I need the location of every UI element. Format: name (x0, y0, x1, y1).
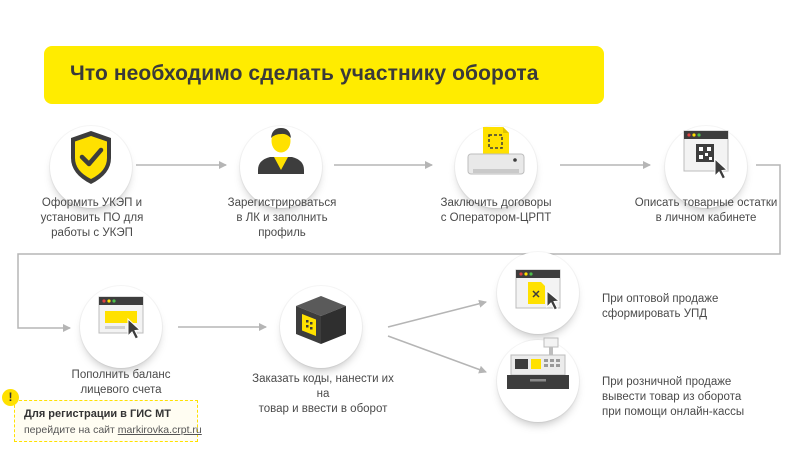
registration-link[interactable]: markirovka.crpt.ru (117, 424, 202, 436)
browser-balance-icon (98, 296, 144, 340)
user-avatar-icon (258, 128, 304, 174)
step-2-node (240, 126, 322, 208)
title-banner: Что необходимо сделать участнику оборота (44, 46, 604, 104)
step-1-node (50, 126, 132, 208)
step-7-node (497, 252, 579, 334)
browser-document-icon (515, 269, 561, 311)
step-5-label: Пополнить баланс лицевого счета (71, 369, 171, 396)
step-4-node (665, 126, 747, 208)
exclamation-icon: ! (2, 389, 19, 406)
box-code-icon (296, 296, 346, 344)
step-8-label: При розничной продаже вывести товар из о… (602, 376, 745, 418)
notice-text: перейдите на сайт markirovka.crpt.ru (24, 424, 202, 436)
browser-qr-icon (683, 130, 729, 180)
cash-register-icon (507, 337, 569, 389)
connector-6-7 (387, 299, 487, 328)
step-7-label: При оптовой продаже сформировать УПД (602, 293, 719, 320)
notice-prefix: перейдите на сайт (24, 424, 118, 436)
step-2-label: Зарегистрироваться в ЛК и заполнить проф… (227, 197, 337, 239)
printer-contract-icon (467, 127, 525, 175)
step-6-label: Заказать коды, нанести их на товар и вве… (252, 373, 394, 415)
notice-title: Для регистрации в ГИС МТ (24, 408, 172, 420)
step-8-node (497, 337, 579, 422)
step-4-label: Описать товарные остатки в личном кабине… (634, 197, 778, 224)
step-3-label: Заключить договоры с Оператором-ЦРПТ (440, 197, 552, 224)
shield-check-icon (71, 131, 111, 184)
page-title: Что необходимо сделать участнику оборота (70, 62, 539, 85)
step-6-node (280, 286, 362, 368)
connector-6-8 (387, 335, 487, 374)
step-5-node (80, 286, 162, 368)
step-1-label: Оформить УКЭП и установить ПО для работы… (40, 197, 144, 239)
step-3-node (455, 126, 537, 208)
registration-notice: Для регистрации в ГИС МТ перейдите на са… (14, 400, 202, 442)
